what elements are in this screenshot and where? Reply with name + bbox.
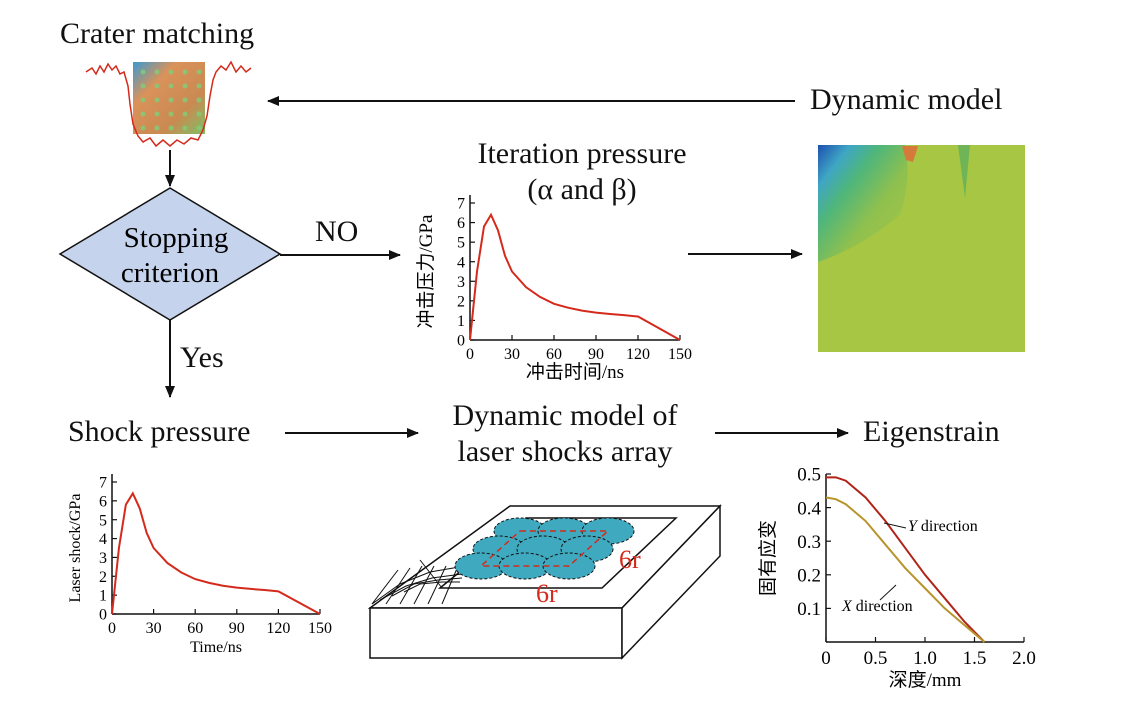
x-tick-label: 150 — [308, 620, 332, 637]
y-tick-label: 3 — [457, 274, 465, 291]
crater-matching-label: Crater matching — [60, 17, 255, 50]
unit-cell-outline — [479, 530, 610, 567]
dynamic-model-image — [818, 145, 1025, 352]
y-tick-label: 0 — [99, 607, 107, 624]
model-blue-zone — [818, 145, 908, 262]
y-tick-label: 0.2 — [797, 565, 821, 586]
shock-pressure-label: Shock pressure — [68, 415, 251, 448]
y-tick-label: 0 — [457, 333, 465, 350]
crater-profile — [85, 60, 252, 148]
y-tick-label: 0.1 — [797, 599, 821, 620]
y-direction-label: Y direction — [908, 518, 978, 535]
x-tick-label: 60 — [187, 620, 203, 637]
stopping-criterion-diamond — [58, 187, 282, 321]
x-direction-label-rest: direction — [852, 598, 913, 615]
crater-texture — [133, 62, 205, 134]
series-line-0 — [469, 212, 681, 341]
y-tick-label: 6 — [99, 493, 107, 510]
six-r-label-b: 6r — [536, 579, 558, 608]
model-dent — [958, 145, 970, 198]
y-tick-label: 3 — [99, 550, 107, 567]
x-tick-label: 1.5 — [963, 648, 987, 669]
x-tick-label: 2.0 — [1012, 648, 1036, 669]
stopping-label-1: Stopping — [124, 222, 229, 254]
laser-array-block — [367, 504, 722, 660]
y-tick-label: 2 — [457, 293, 465, 310]
series-line-0 — [111, 491, 321, 615]
crater-dots — [140, 69, 202, 131]
y-tick-label: 7 — [99, 475, 107, 492]
y-tick-label: 4 — [457, 254, 465, 271]
x-tick-label: 0 — [466, 346, 474, 363]
x-tick-label: 90 — [229, 620, 245, 637]
x-axis-label: 冲击时间/ns — [526, 361, 624, 383]
no-label: NO — [315, 215, 359, 248]
x-direction-label: X direction — [841, 598, 913, 615]
x-direction-label-italic: X — [841, 598, 853, 615]
x-tick-label: 0.5 — [864, 648, 888, 669]
y-direction-label-rest: direction — [917, 518, 978, 535]
y-axis-label: 冲击压力/GPa — [415, 214, 437, 329]
y-tick-label: 5 — [457, 235, 465, 252]
y-direction-label-italic: Y — [908, 518, 919, 535]
y-tick-label: 0.5 — [797, 465, 821, 486]
x-tick-label: 30 — [146, 620, 162, 637]
series-line-1 — [825, 496, 986, 643]
eigenstrain-label: Eigenstrain — [863, 415, 1000, 448]
iteration-pressure-label-1: Iteration pressure — [477, 137, 687, 170]
x-direction-leader — [879, 584, 897, 601]
block-front-face — [369, 607, 623, 659]
x-tick-label: 30 — [504, 346, 520, 363]
iteration-pressure-label-2: (α and β) — [527, 173, 637, 206]
y-tick-label: 5 — [99, 512, 107, 529]
y-tick-label: 1 — [457, 313, 465, 330]
x-tick-label: 150 — [668, 346, 692, 363]
y-direction-leader — [883, 522, 907, 529]
x-tick-label: 120 — [626, 346, 650, 363]
x-tick-label: 120 — [266, 620, 290, 637]
y-tick-label: 7 — [457, 196, 465, 213]
y-tick-label: 1 — [99, 588, 107, 605]
yes-label: Yes — [180, 341, 224, 374]
x-tick-label: 0 — [108, 620, 116, 637]
six-r-label-a: 6r — [619, 545, 641, 574]
y-tick-label: 0.4 — [797, 498, 821, 519]
mesh-lines — [371, 559, 466, 605]
stopping-label-2: criterion — [121, 257, 220, 289]
y-tick-label: 2 — [99, 569, 107, 586]
x-tick-label: 1.0 — [913, 648, 937, 669]
dynamic-model-label: Dynamic model — [810, 83, 1003, 116]
x-axis-label: Time/ns — [190, 639, 242, 656]
block-side-face — [621, 504, 721, 660]
x-tick-label: 90 — [588, 346, 604, 363]
array-model-label-2: laser shocks array — [457, 435, 673, 468]
x-tick-label: 0 — [821, 648, 831, 669]
x-tick-label: 60 — [546, 346, 562, 363]
crater-image — [85, 60, 252, 148]
y-tick-label: 6 — [457, 215, 465, 232]
y-tick-label: 4 — [99, 531, 107, 548]
x-axis-label: 深度/mm — [889, 669, 962, 691]
model-crater-tip — [902, 146, 918, 162]
series-line-0 — [826, 476, 986, 643]
y-tick-label: 0.3 — [797, 532, 821, 553]
y-axis-label: Laser shock/GPa — [67, 494, 84, 603]
array-model-label-1: Dynamic model of — [452, 399, 678, 432]
y-axis-label: 固有应变 — [757, 520, 779, 596]
